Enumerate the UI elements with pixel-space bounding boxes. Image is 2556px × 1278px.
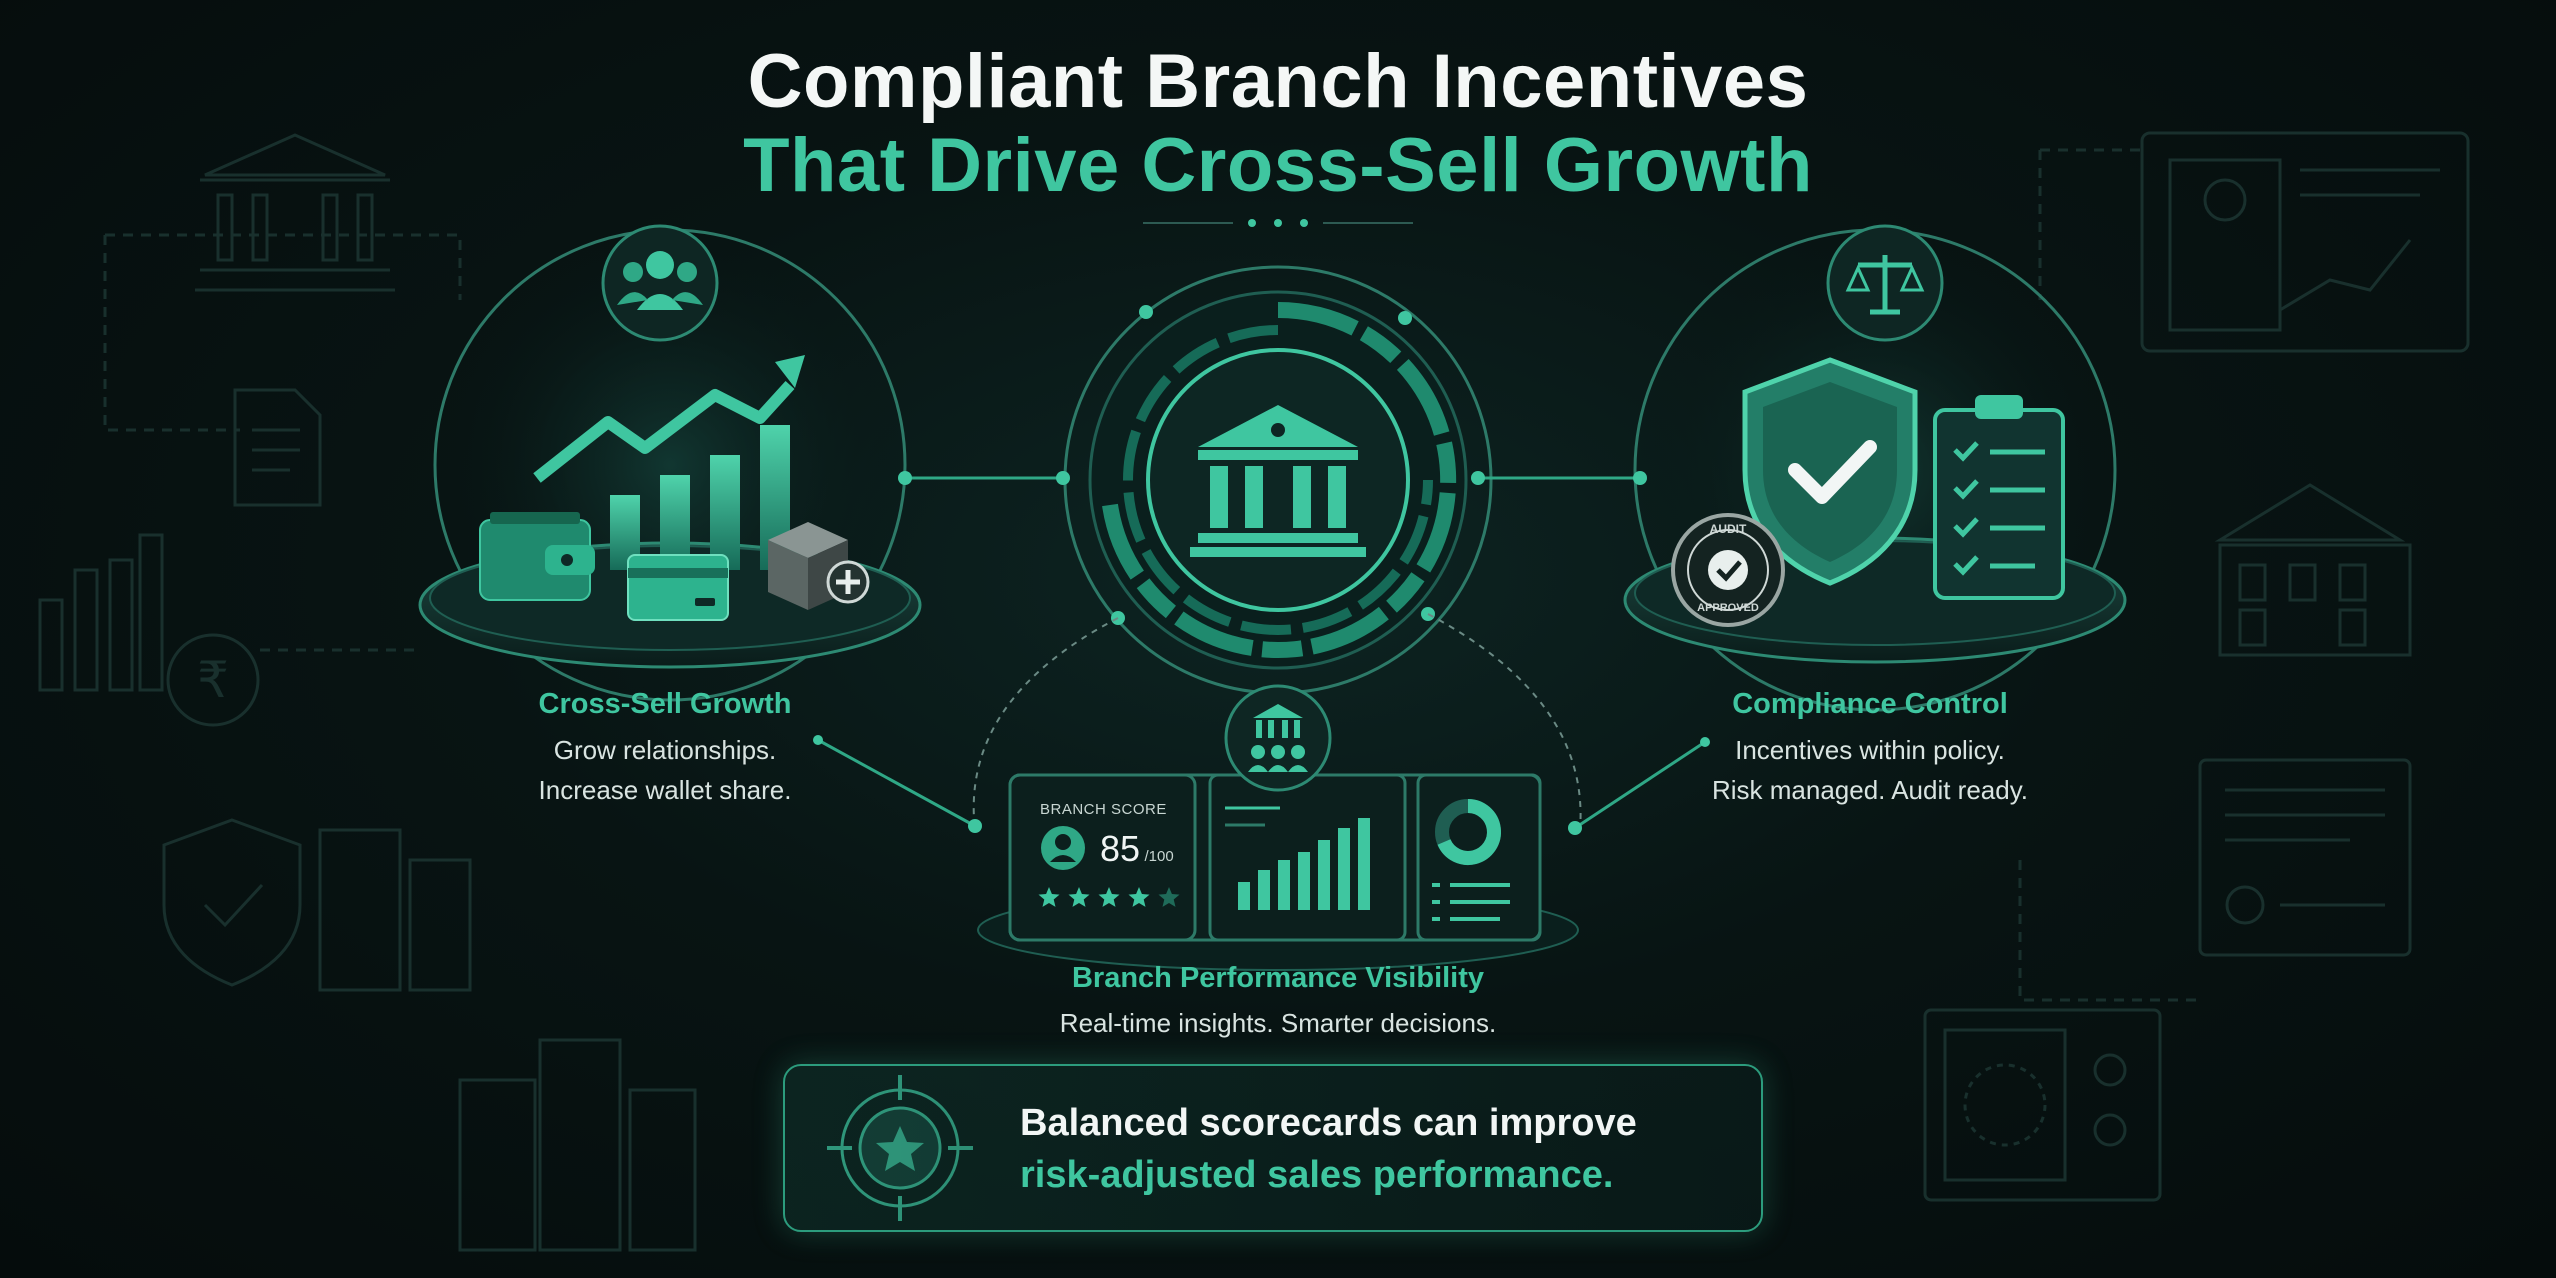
- callout-line2: risk-adjusted sales performance.: [1020, 1154, 1614, 1196]
- performance-label: Branch Performance Visibility: [1071, 962, 1485, 994]
- dashboard-donut-chart: [1432, 799, 1510, 921]
- compliance-label: Compliance Control: [1732, 688, 2008, 720]
- checklist-clipboard-icon: [1933, 395, 2065, 600]
- dashboard-bar-chart: [1225, 806, 1370, 910]
- audit-seal-text-bottom: APPROVED: [1697, 602, 1759, 614]
- cross-sell-label: Cross-Sell Growth: [538, 688, 792, 720]
- credit-card-icon: [627, 554, 729, 621]
- bg-screen-icon: [1923, 1008, 2162, 1202]
- bg-bank-right-icon: [2214, 483, 2412, 657]
- shield-check-icon: [1742, 357, 1918, 586]
- title-divider: [1143, 219, 1413, 227]
- growth-chart-arrow-icon: [533, 355, 805, 570]
- branch-team-icon: [1224, 684, 1332, 792]
- rating-star: [1098, 887, 1120, 907]
- product-box-icon: [768, 522, 870, 610]
- svg-text:₹: ₹: [197, 651, 229, 709]
- rating-star: [1068, 887, 1090, 907]
- rupee-icon: ₹: [166, 633, 260, 727]
- audit-seal-icon: [1671, 513, 1785, 627]
- callout-box: Balanced scorecards can improve risk-adj…: [783, 1064, 1763, 1232]
- wallet-icon: [479, 512, 595, 601]
- rating-stars: [1038, 887, 1180, 907]
- score-value: 85: [1100, 828, 1141, 869]
- audit-seal-text: AUDIT: [1709, 522, 1747, 536]
- bank-building-icon: [1190, 405, 1366, 557]
- avatar: [1041, 826, 1085, 870]
- compliance-description: Incentives within policy. Risk managed. …: [1665, 730, 2075, 810]
- page-subtitle: That Drive Cross-Sell Growth: [743, 123, 1813, 208]
- cross-sell-line2: Increase wallet share.: [538, 775, 792, 805]
- bg-form-icon: [2198, 758, 2412, 957]
- bg-shield-icon: [162, 818, 302, 987]
- performance-line1: Real-time insights. Smarter decisions.: [1059, 1008, 1497, 1038]
- scales-of-justice-icon: [1826, 224, 1944, 342]
- score-max: /100: [1144, 848, 1174, 865]
- rating-star: [1158, 887, 1180, 907]
- cross-sell-description: Grow relationships. Increase wallet shar…: [460, 730, 870, 810]
- callout-line1: Balanced scorecards can improve: [1020, 1102, 1637, 1144]
- bg-profile-card-icon: [2140, 131, 2470, 353]
- branch-score: 85 /100: [1100, 828, 1174, 870]
- bg-bank-icon: [195, 133, 395, 292]
- branch-score-label: BRANCH SCORE: [1040, 801, 1167, 818]
- bg-document-icon: [233, 388, 322, 507]
- compliance-line2: Risk managed. Audit ready.: [1711, 775, 2029, 805]
- page-title: Compliant Branch Incentives: [747, 39, 1809, 124]
- performance-description: Real-time insights. Smarter decisions.: [928, 1003, 1628, 1043]
- cross-sell-line1: Grow relationships.: [553, 735, 777, 765]
- people-group-icon: [601, 224, 719, 342]
- central-hub: [1063, 265, 1493, 695]
- rating-star: [1128, 887, 1150, 907]
- compliance-line1: Incentives within policy.: [1735, 735, 2005, 765]
- rating-star: [1038, 887, 1060, 907]
